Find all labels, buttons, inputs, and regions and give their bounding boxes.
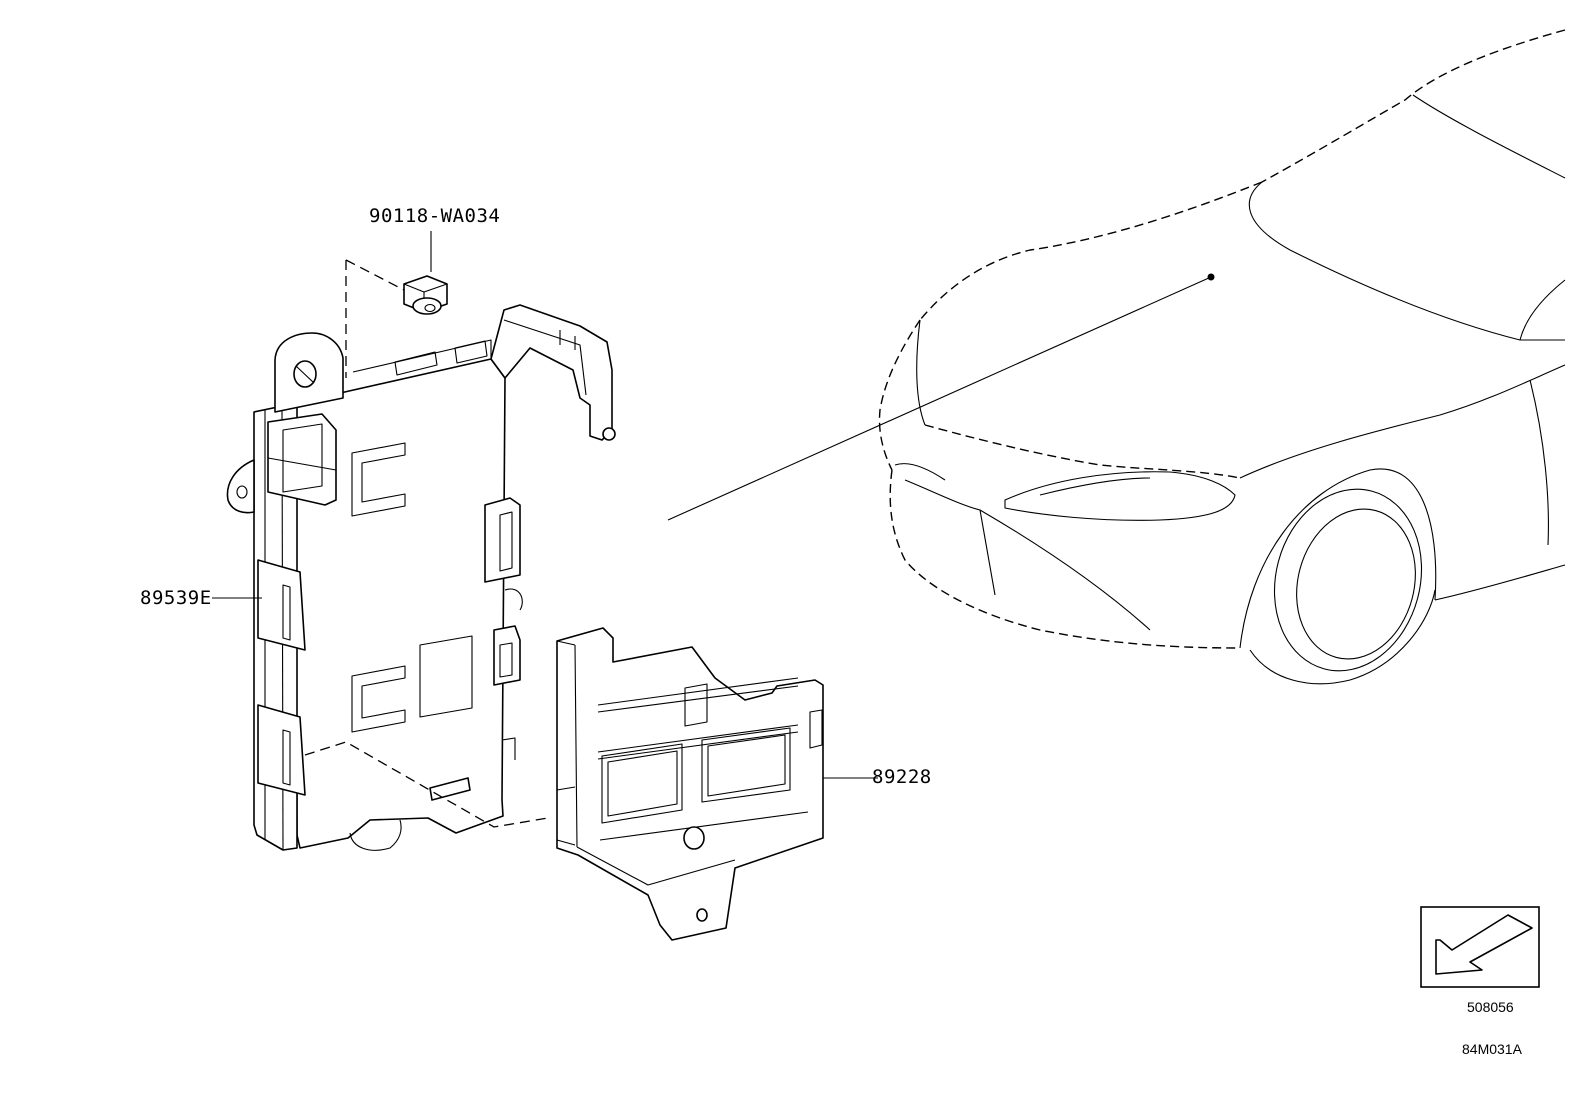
label-cover-89228: 89228 [872, 766, 932, 788]
diagram-code: 84M031A [1462, 1041, 1522, 1057]
cover-89228 [556, 627, 824, 941]
bolt-90118-wa034 [345, 231, 448, 378]
leader-lines [212, 597, 878, 779]
orientation-code: 508056 [1467, 999, 1514, 1015]
vehicle-outline [667, 29, 1566, 685]
label-bolt-90118-wa034: 90118-WA034 [369, 205, 501, 227]
bracket-89539e [226, 304, 616, 851]
label-bracket-89539e: 89539E [140, 587, 212, 609]
front-direction-arrow-icon [1420, 906, 1540, 988]
